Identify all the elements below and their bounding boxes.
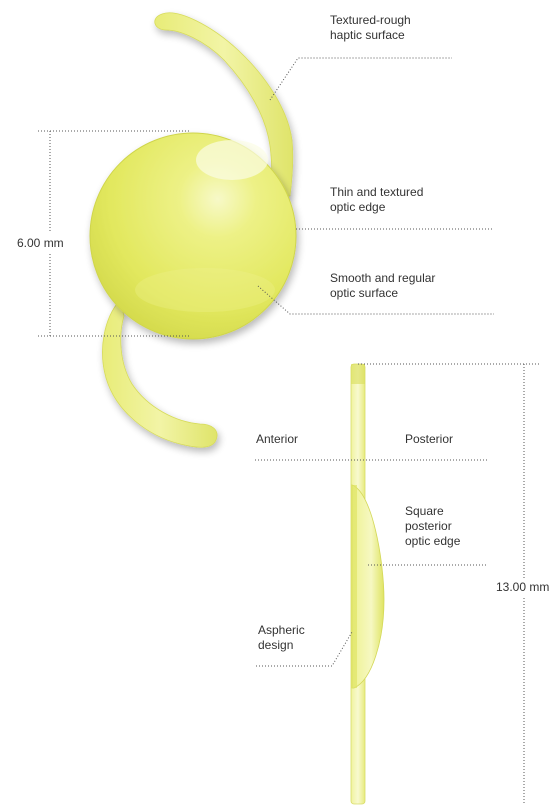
label-haptic-surface-line2: haptic surface [330,28,405,42]
label-optic-edge-line1: Thin and textured [330,185,424,199]
label-optic-surface: Smooth and regular optic surface [330,271,435,301]
label-anterior: Anterior [256,432,299,446]
label-aspheric: Aspheric design [258,623,305,653]
label-posterior: Posterior [405,432,454,446]
label-optic-edge: Thin and textured optic edge [330,185,423,215]
optic-front-view [89,132,297,340]
dimension-optic-diameter: 6.00 mm [17,236,64,251]
label-haptic-surface-line1: Textured-rough [330,13,411,27]
dimension-overall-length: 13.00 mm [496,580,550,595]
side-profile [350,363,385,805]
label-aspheric-line2: design [258,638,294,652]
label-posterior-edge-line1: Square [405,504,444,518]
label-posterior-edge: Square posterior optic edge [405,504,460,549]
label-aspheric-line1: Aspheric [258,623,305,637]
label-haptic-surface: Textured-rough haptic surface [330,13,411,43]
leader-lines [38,57,540,805]
label-optic-surface-line2: optic surface [330,286,399,300]
label-optic-edge-line2: optic edge [330,200,386,214]
label-posterior-edge-line3: optic edge [405,534,461,548]
label-posterior-edge-line2: posterior [405,519,452,533]
lower-haptic [102,299,218,448]
label-optic-surface-line1: Smooth and regular [330,271,436,285]
